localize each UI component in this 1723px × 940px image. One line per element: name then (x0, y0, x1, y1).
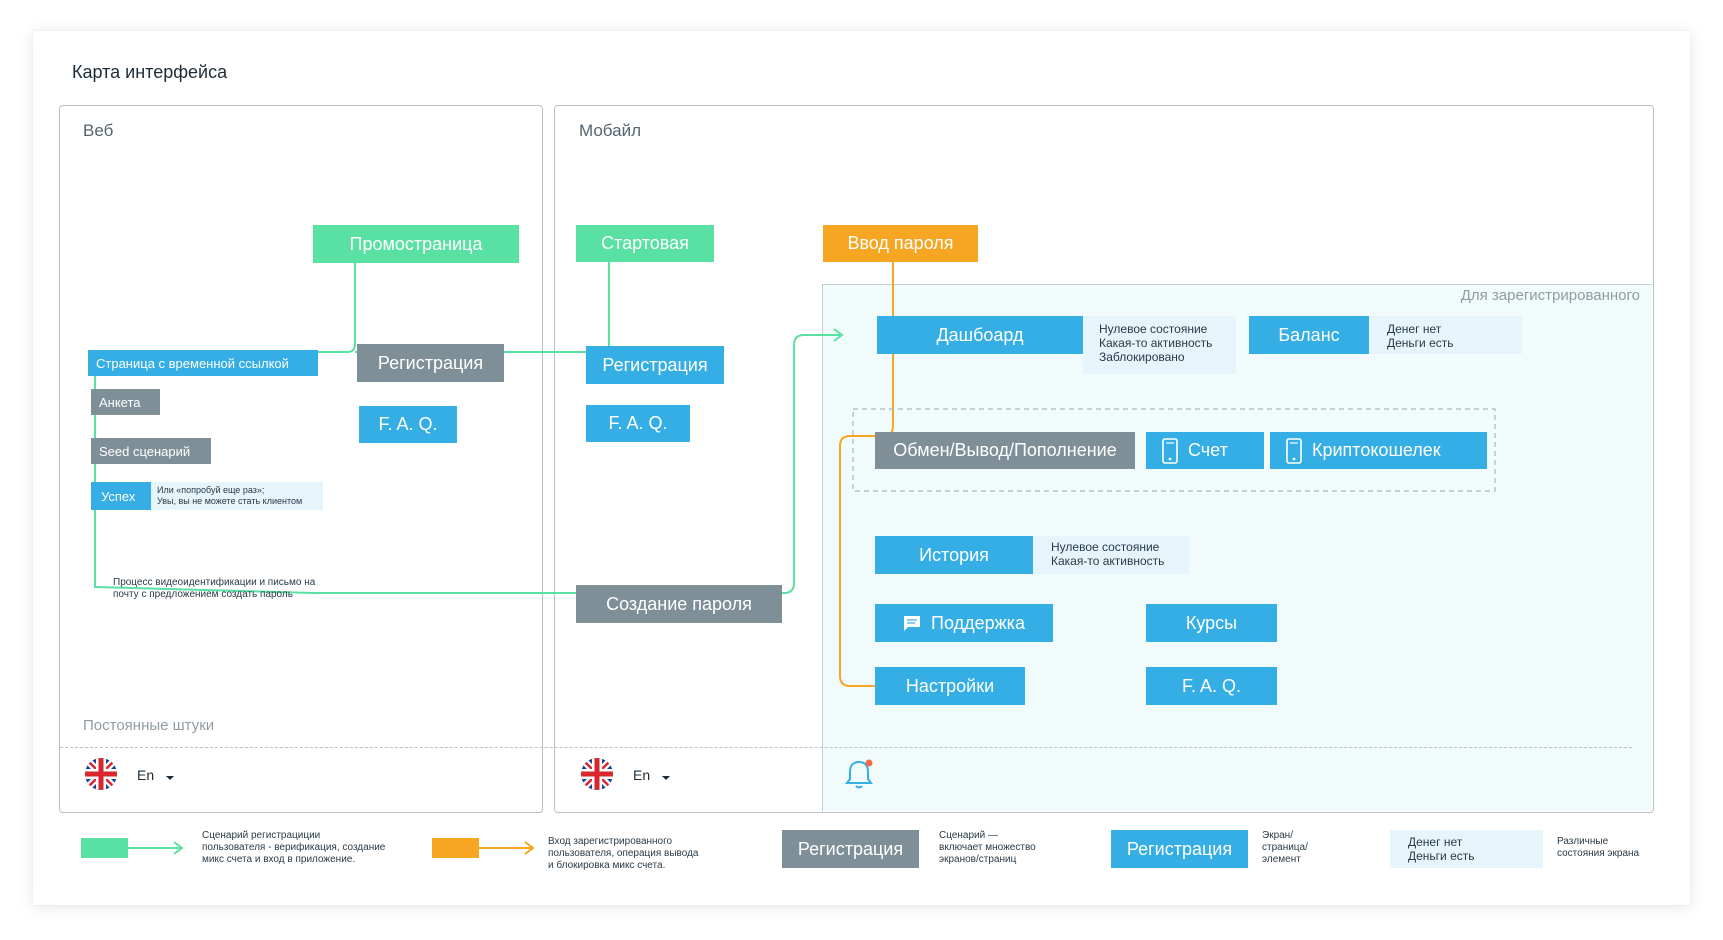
legend-screen-line-3: элемент (1262, 854, 1301, 865)
arrow-right-icon (479, 841, 535, 855)
history-node[interactable]: История (875, 536, 1033, 574)
create-password-scenario[interactable]: Создание пароля (576, 585, 782, 623)
anketa-node[interactable]: Анкета (91, 389, 160, 415)
registered-faq-node[interactable]: F. A. Q. (1146, 667, 1277, 705)
process-note-line-2: почту с предложением создать пароль (113, 589, 293, 600)
mobile-panel-label: Мобайл (579, 121, 642, 140)
balance-state-funded: Деньги есть (1387, 336, 1454, 350)
dashboard-state-blocked: Заблокировано (1099, 350, 1185, 364)
uk-flag-icon (85, 758, 117, 790)
legend-green-swatch (81, 838, 128, 858)
history-states: Нулевое состояние Какая-то активность (1033, 536, 1189, 574)
web-language-selector[interactable]: En (84, 757, 184, 793)
legend-screen-line-2: страница/ (1262, 842, 1308, 853)
exchange-withdraw-topup-scenario[interactable]: Обмен/Вывод/Пополнение (875, 432, 1135, 469)
account-label: Счет (1188, 440, 1228, 460)
legend-states-description: Различные состояния экрана (1557, 836, 1639, 860)
legend-orange-description: Вход зарегистрированного пользователя, о… (548, 836, 699, 872)
support-node[interactable]: Поддержка (875, 604, 1053, 642)
persistent-label: Постоянные штуки (83, 717, 215, 734)
enter-password-node[interactable]: Ввод пароля (823, 225, 978, 262)
legend-screen-description: Экран/ страница/ элемент (1262, 830, 1308, 866)
web-registration-scenario[interactable]: Регистрация (357, 344, 504, 382)
balance-node[interactable]: Баланс (1249, 316, 1369, 354)
balance-states: Денег нет Деньги есть (1369, 316, 1522, 354)
legend-screen-line-1: Экран/ (1262, 830, 1293, 841)
legend-scenario-line-2: включает множество (939, 842, 1036, 853)
persistent-divider (60, 747, 1632, 748)
chevron-down-icon (166, 776, 174, 780)
bell-icon[interactable] (842, 756, 876, 792)
start-screen-node[interactable]: Стартовая (576, 225, 714, 262)
uk-flag-icon (581, 758, 613, 790)
legend-orange-line-1: Вход зарегистрированного (548, 836, 673, 847)
mobile-registration-node[interactable]: Регистрация (586, 346, 724, 384)
legend-orange-swatch (432, 838, 479, 858)
language-label: En (633, 767, 651, 783)
history-state-zero: Нулевое состояние (1051, 540, 1160, 554)
dashboard-state-zero: Нулевое состояние (1099, 322, 1208, 336)
courses-node[interactable]: Курсы (1146, 604, 1277, 642)
legend-states-line-1: Различные (1557, 836, 1609, 847)
crypto-wallet-label: Криптокошелек (1312, 440, 1441, 460)
legend-state-empty: Денег нет (1408, 835, 1463, 849)
promo-page-node[interactable]: Промостраница (313, 225, 519, 263)
dashboard-node[interactable]: Дашбоард (877, 316, 1083, 354)
legend-scenario-box: Регистрация (782, 830, 919, 868)
chat-icon (904, 616, 921, 631)
phone-icon (1162, 437, 1178, 464)
phone-icon (1286, 437, 1302, 464)
mobile-faq-node[interactable]: F. A. Q. (586, 405, 690, 442)
legend-state-funded: Деньги есть (1408, 849, 1475, 863)
legend-screen-box: Регистрация (1111, 830, 1248, 868)
legend-scenario-description: Сценарий — включает множество экранов/ст… (939, 830, 1036, 866)
page-title: Карта интерфейса (72, 62, 228, 82)
web-panel-label: Веб (83, 121, 114, 140)
support-label: Поддержка (931, 612, 1025, 633)
legend-orange-line-3: и блокировка микс счета. (548, 860, 666, 871)
settings-node[interactable]: Настройки (875, 667, 1025, 705)
video-identification-note: Процесс видеоидентификации и письмо на п… (113, 577, 323, 601)
chevron-down-icon (662, 776, 670, 780)
legend-states-line-2: состояния экрана (1557, 848, 1640, 859)
success-node[interactable]: Успех (91, 482, 151, 510)
arrow-right-icon (128, 841, 184, 855)
legend-green-line-1: Сценарий регистрациции (202, 830, 321, 841)
legend-green-description: Сценарий регистрациции пользователя - ве… (202, 830, 385, 866)
success-state-rejected: Увы, вы не можете стать клиентом (157, 496, 303, 506)
legend-scenario-line-3: экранов/страниц (939, 854, 1017, 865)
seed-scenario-node[interactable]: Seed сценарий (91, 438, 211, 464)
legend-orange-line-2: пользователя, операция вывода (548, 848, 699, 859)
dashboard-states: Нулевое состояние Какая-то активность За… (1083, 316, 1236, 374)
success-states: Или «попробуй еще раз»; Увы, вы не может… (151, 482, 323, 510)
history-state-active: Какая-то активность (1051, 554, 1165, 568)
crypto-wallet-node[interactable]: Криптокошелек (1270, 432, 1487, 469)
legend-scenario-line-1: Сценарий — (939, 830, 998, 841)
language-label: En (137, 767, 155, 783)
legend-states-box: Денег нет Деньги есть (1390, 830, 1543, 868)
dashboard-state-active: Какая-то активность (1099, 336, 1213, 350)
mobile-language-selector[interactable]: En (580, 757, 680, 793)
process-note-line-1: Процесс видеоидентификации и письмо на (113, 577, 316, 588)
legend-green-line-3: микс счета и вход в приложение. (202, 854, 356, 865)
success-state-retry: Или «попробуй еще раз»; (157, 485, 265, 495)
legend-green-line-2: пользователя - верификация, создание (202, 842, 386, 853)
web-faq-node[interactable]: F. A. Q. (359, 406, 457, 443)
registered-area-label: Для зарегистрированного (1460, 287, 1640, 304)
account-node[interactable]: Счет (1146, 432, 1264, 469)
temp-link-page-node[interactable]: Страница с временной ссылкой (88, 350, 318, 376)
balance-state-empty: Денег нет (1387, 322, 1442, 336)
